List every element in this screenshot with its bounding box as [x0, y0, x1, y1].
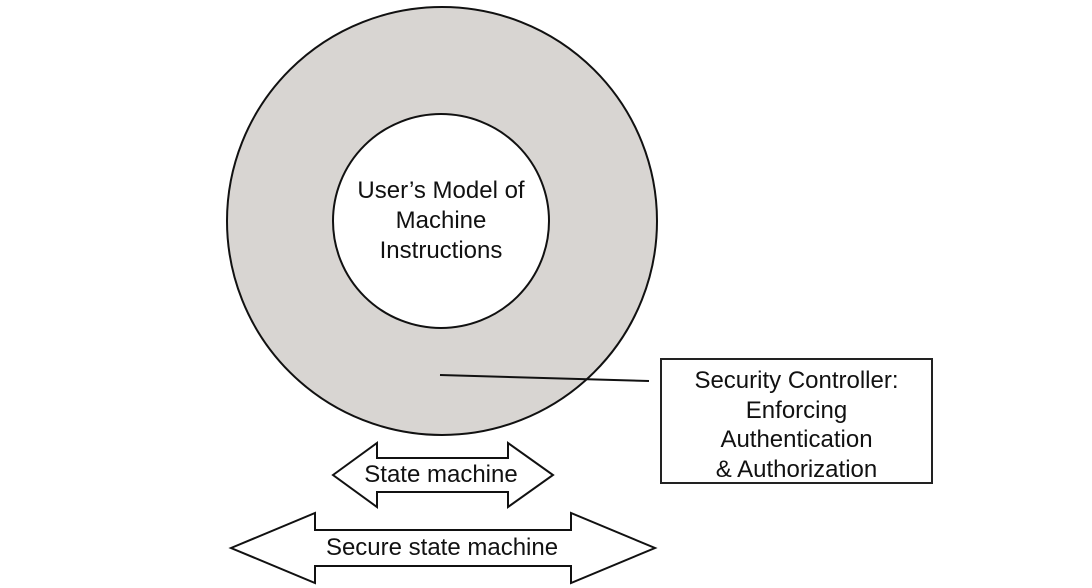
callout-connector-line [439, 374, 650, 382]
user-model-label-line-3: Instructions [379, 237, 503, 264]
user-model-circle [332, 113, 550, 329]
callout-line-1: Security Controller: [694, 367, 899, 394]
callout-line-3: Authentication [720, 426, 873, 453]
security-controller-callout: Security Controller: Enforcing Authentic… [660, 358, 933, 484]
state-machine-label: State machine [364, 461, 518, 488]
callout-line-2: Enforcing [745, 396, 848, 424]
secure-state-machine-label: Secure state machine [325, 534, 559, 561]
security-controller-text: Security Controller: Enforcing Authentic… [662, 366, 931, 484]
user-model-label-line-1: User’s Model of [357, 177, 525, 204]
callout-line-4: & Authorization [715, 455, 878, 483]
secure-state-machine-arrow [228, 511, 658, 585]
user-model-label-line-2: Machine [395, 207, 487, 234]
state-machine-arrow [331, 441, 555, 509]
user-model-label: User’s Model of Machine Instructions [330, 176, 552, 266]
